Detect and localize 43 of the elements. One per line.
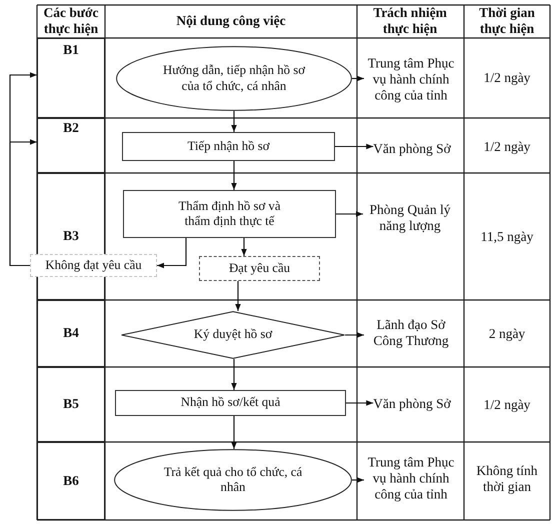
arrow <box>241 238 247 256</box>
duration-text: 1/2 ngày <box>484 396 530 414</box>
column-header: Trách nhiệm thực hiện <box>372 4 448 38</box>
arrow <box>231 416 237 449</box>
result-box: Không đạt yêu cầu <box>30 254 157 277</box>
arrow <box>346 400 374 406</box>
duration-text: Không tính thời gian <box>475 462 539 496</box>
arrow <box>352 76 364 82</box>
responsible-unit-label: Văn phòng Sở <box>373 140 451 158</box>
duration-text: 2 ngày <box>488 326 526 342</box>
duration-text: 1/2 ngày <box>484 138 530 156</box>
arrow <box>335 144 374 150</box>
responsible-unit-label: Trung tâm Phục vụ hành chính công của tỉnh <box>364 454 458 504</box>
column-header: Nội dung công việc <box>176 12 286 30</box>
column-header: Thời gian thực hiện <box>478 4 536 38</box>
arrow <box>336 211 363 217</box>
terminal-ellipse: Hướng dẫn, tiếp nhận hồ sơ của tổ chức, cá nhân <box>116 46 352 111</box>
step-number-cell: B5 <box>37 367 105 442</box>
arrow <box>352 477 364 483</box>
terminal-ellipse: Trả kết quả cho tổ chức, cá nhân <box>114 449 352 511</box>
duration-text: 1/2 ngày <box>484 70 530 86</box>
step-number-cell: B2 <box>37 118 105 173</box>
responsible-unit-label: Phòng Quản lý năng lượng <box>363 202 457 234</box>
arrow <box>157 238 187 268</box>
decision-diamond: Ký duyệt hồ sơ <box>121 311 345 359</box>
responsible-unit-label: Văn phòng Sở <box>373 396 451 412</box>
responsible-unit-label: Trung tâm Phục vụ hành chính công của tỉnh <box>364 56 458 104</box>
duration-text: 11,5 ngày <box>480 228 534 246</box>
arrow <box>235 281 241 311</box>
process-box: Nhận hồ sơ/kết quả <box>115 390 346 416</box>
step-number-cell: B4 <box>37 300 105 367</box>
arrow <box>9 139 37 266</box>
arrow <box>231 359 237 390</box>
step-number-cell: B1 <box>37 38 105 118</box>
result-box: Đạt yêu cầu <box>199 256 320 281</box>
arrow <box>345 332 364 338</box>
column-header: Các bước thực hiện <box>42 4 100 38</box>
step-number-cell: B6 <box>37 442 105 520</box>
process-box: Tiếp nhận hồ sơ <box>122 132 335 161</box>
arrow <box>231 111 237 132</box>
process-box: Thẩm định hồ sơ và thẩm định thực tế <box>123 190 336 238</box>
responsible-unit-label: Lãnh đạo Sở Công Thương <box>364 316 458 350</box>
arrow <box>231 161 237 190</box>
